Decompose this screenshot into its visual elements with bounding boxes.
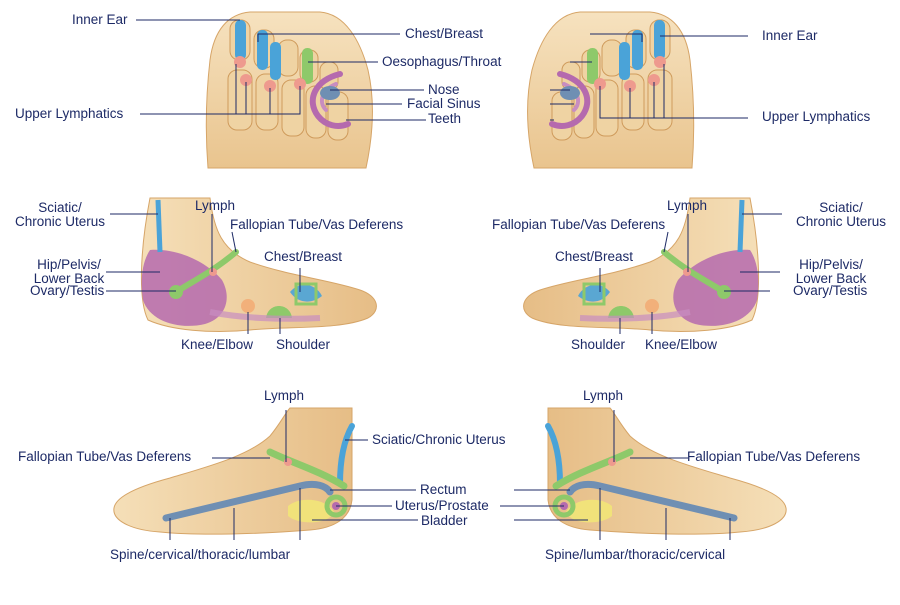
top-right-inner-ear-label: Inner Ear	[762, 28, 818, 43]
bot-bladder-label: Bladder	[421, 513, 468, 528]
lymph-dot	[594, 78, 606, 90]
mid-left-knee-label: Knee/Elbow	[181, 337, 254, 352]
mid-left-shoulder-label: Shoulder	[276, 337, 331, 352]
bot-right-fallopian-label: Fallopian Tube/Vas Deferens	[687, 449, 861, 464]
chest-zone	[578, 284, 610, 302]
oesophagus-zone	[302, 48, 313, 84]
knee-zone	[645, 299, 659, 313]
fallopian-band	[266, 448, 348, 490]
mid-left-ovary-label: Ovary/Testis	[30, 283, 105, 298]
lymph-dot	[294, 78, 306, 90]
mid-left-fallopian-label: Fallopian Tube/Vas Deferens	[230, 217, 404, 232]
inner-ear-zone	[235, 20, 246, 60]
nose-zone	[320, 86, 340, 100]
mid-right-chest-label: Chest/Breast	[555, 249, 634, 264]
lymph-dot	[234, 56, 246, 68]
mid-right-shoulder-label: Shoulder	[571, 337, 626, 352]
chest-zone	[290, 284, 322, 302]
bot-left-spine-label: Spine/cervical/thoracic/lumbar	[110, 547, 291, 562]
teeth-arc	[309, 71, 351, 129]
sole-band	[209, 309, 321, 322]
top-oesophagus-label: Oesophagus/Throat	[382, 54, 502, 69]
top-teeth-label: Teeth	[428, 111, 462, 126]
bottom-right-foot-skin	[547, 407, 787, 535]
inner-ear-zone	[632, 30, 643, 70]
bottom-right-foot	[500, 407, 787, 540]
middle-right-foot	[523, 197, 782, 334]
middle-left-foot	[106, 197, 377, 334]
top-left-callouts	[136, 19, 426, 121]
mid-left-sciatic-label: Sciatic/ Chronic Uterus	[14, 200, 106, 229]
top-nose-label: Nose	[428, 82, 460, 97]
ovary-zone	[169, 285, 183, 299]
mid-right-ovary-label: Ovary/Testis	[793, 283, 868, 298]
lymph-dot	[264, 80, 276, 92]
chest-outline	[294, 282, 318, 306]
bot-left-lymph-label: Lymph	[264, 388, 305, 403]
mid-left-lymph-label: Lymph	[195, 198, 236, 213]
middle-right-callouts	[599, 213, 782, 334]
mid-right-knee-label: Knee/Elbow	[645, 337, 718, 352]
bot-rectum-label: Rectum	[420, 482, 467, 497]
lymph-dot	[608, 458, 616, 466]
sciatic-line	[737, 199, 745, 253]
lymph-dot	[240, 74, 252, 86]
bot-sciatic-label: Sciatic/Chronic Uterus	[372, 432, 506, 447]
middle-left-callouts	[106, 213, 301, 334]
lymph-dot	[648, 74, 660, 86]
top-right-callouts	[550, 33, 748, 121]
bot-left-fallopian-label: Fallopian Tube/Vas Deferens	[18, 449, 192, 464]
top-right-upper-lymphatics-label: Upper Lymphatics	[762, 109, 871, 124]
bot-right-lymph-label: Lymph	[583, 388, 624, 403]
bottom-right-callouts	[500, 410, 731, 540]
mid-right-fallopian-label: Fallopian Tube/Vas Deferens	[492, 217, 666, 232]
bottom-left-foot-skin	[113, 407, 353, 535]
sciatic-line	[155, 199, 163, 253]
inner-ear-zone	[257, 30, 268, 70]
fallopian-band	[552, 448, 634, 490]
ovary-zone	[717, 285, 731, 299]
top-left-inner-ear-label: Inner Ear	[72, 12, 128, 27]
bot-right-spine-label: Spine/lumbar/thoracic/cervical	[545, 547, 726, 562]
inner-ear-zone	[619, 42, 630, 80]
oesophagus-zone	[587, 48, 598, 84]
teeth-arc	[549, 71, 591, 129]
knee-zone	[241, 299, 255, 313]
shoulder-zone	[608, 306, 634, 318]
lymph-dot	[654, 56, 666, 68]
sciatic-line	[337, 423, 355, 487]
mid-right-sciatic-label: Sciatic/ Chronic Uterus	[795, 200, 887, 229]
bottom-left-callouts	[169, 410, 418, 540]
bot-uterus-label: Uterus/Prostate	[395, 498, 489, 513]
spine-band	[162, 480, 334, 522]
mid-left-chest-label: Chest/Breast	[264, 249, 343, 264]
sole-band	[579, 309, 691, 322]
sciatic-line	[545, 423, 563, 487]
shoulder-zone	[266, 306, 292, 318]
inner-ear-zone	[270, 42, 281, 80]
top-left-foot	[136, 11, 426, 169]
mid-right-hip-label: Hip/Pelvis/ Lower Back	[795, 257, 867, 286]
lymph-dot	[683, 268, 691, 276]
mid-left-hip-label: Hip/Pelvis/ Lower Back	[33, 257, 105, 286]
nose-zone	[560, 86, 580, 100]
top-right-foot	[527, 11, 748, 169]
bottom-left-foot	[113, 407, 418, 540]
spine-band	[566, 480, 738, 522]
top-facial-sinus-label: Facial Sinus	[407, 96, 481, 111]
mid-right-lymph-label: Lymph	[667, 198, 708, 213]
lymph-dot	[284, 458, 292, 466]
lymph-dot	[209, 268, 217, 276]
chest-outline	[582, 282, 606, 306]
top-chest-breast-label: Chest/Breast	[405, 26, 484, 41]
lymph-dot	[624, 80, 636, 92]
inner-ear-zone	[654, 20, 665, 60]
top-left-upper-lymphatics-label: Upper Lymphatics	[15, 106, 124, 121]
